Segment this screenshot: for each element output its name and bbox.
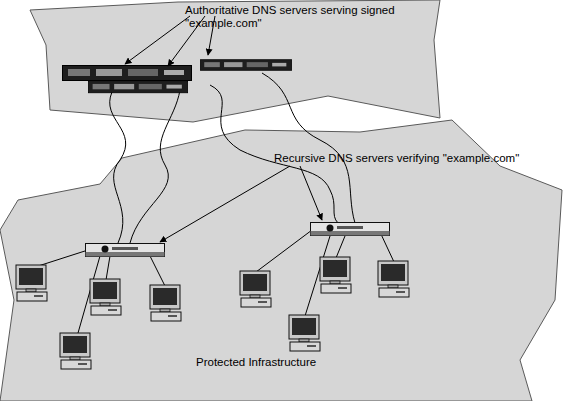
region-shape xyxy=(0,120,562,401)
network-region: Authoritative DNS servers serving signed… xyxy=(28,0,443,124)
region-shape xyxy=(30,0,440,122)
region-label: Protected Infrastructure xyxy=(196,356,356,369)
callout-text: Recursive DNS servers verifying "example… xyxy=(274,152,544,165)
callout-text: Authoritative DNS servers serving signed… xyxy=(185,4,435,30)
network-region: Recursive DNS servers verifying "example… xyxy=(0,118,564,401)
